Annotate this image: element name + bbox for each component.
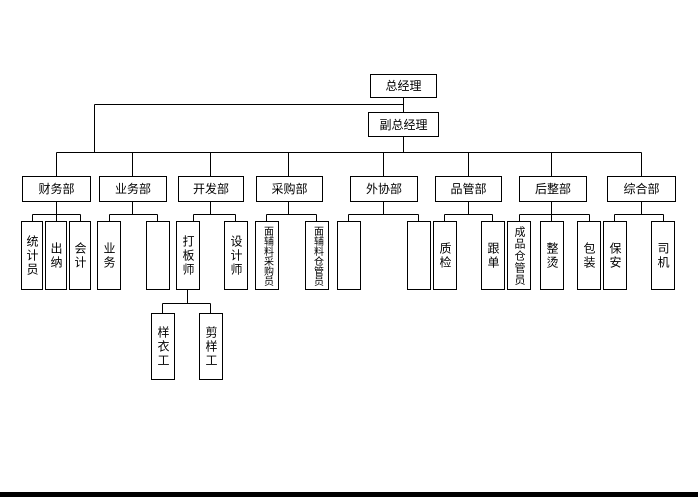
role-pattern-maker-label: 打板师	[181, 234, 195, 277]
deputy-manager-label: 副总经理	[379, 117, 428, 132]
role-security-label: 保安	[608, 241, 622, 270]
dept-business-label: 业务部	[114, 182, 151, 196]
role-ironing-label: 整烫	[545, 241, 559, 270]
dept-outsourcing: 外协部	[350, 176, 418, 202]
role-business-blank	[146, 221, 170, 290]
role-material-buyer: 面辅料采购员	[255, 221, 279, 290]
dept-finishing-label: 后整部	[534, 182, 571, 196]
dept-general: 综合部	[607, 176, 676, 202]
dept-finance-label: 财务部	[38, 182, 75, 196]
role-designer-label: 设计师	[229, 234, 243, 277]
role-designer: 设计师	[224, 221, 248, 290]
dept-finance: 财务部	[22, 176, 91, 202]
role-cashier: 出纳	[45, 221, 67, 290]
dept-purchasing-label: 采购部	[271, 182, 308, 196]
dept-development-label: 开发部	[192, 182, 229, 196]
role-warehouse-keeper: 成品仓管员	[507, 221, 531, 290]
dept-quality-label: 品管部	[450, 182, 487, 196]
role-material-keeper-label: 面辅料仓管员	[311, 225, 323, 286]
dept-development: 开发部	[178, 176, 244, 202]
role-material-buyer-label: 面辅料采购员	[261, 225, 273, 286]
deputy-manager-box: 副总经理	[368, 112, 439, 137]
role-ironing: 整烫	[540, 221, 564, 290]
general-manager-box: 总经理	[370, 74, 437, 98]
role-driver-label: 司机	[656, 241, 670, 270]
role-statistician: 统计员	[21, 221, 43, 290]
role-business: 业务	[97, 221, 121, 290]
role-material-keeper: 面辅料仓管员	[305, 221, 329, 290]
dept-purchasing: 采购部	[256, 176, 323, 202]
role-business-label: 业务	[102, 241, 116, 270]
role-accountant-label: 会计	[73, 241, 87, 270]
role-warehouse-keeper-label: 成品仓管员	[513, 225, 526, 286]
role-inspector-label: 质检	[438, 241, 452, 270]
role-packing: 包装	[577, 221, 601, 290]
role-accountant: 会计	[69, 221, 91, 290]
role-statistician-label: 统计员	[25, 234, 39, 277]
role-sample-worker: 样衣工	[151, 313, 175, 380]
dept-outsourcing-label: 外协部	[365, 182, 402, 196]
role-outsourcing-blank-2	[407, 221, 431, 290]
dept-business: 业务部	[99, 176, 167, 202]
role-packing-label: 包装	[582, 241, 596, 270]
role-cutter-label: 剪样工	[204, 325, 218, 368]
role-pattern-maker: 打板师	[176, 221, 200, 290]
role-security: 保安	[603, 221, 627, 290]
role-inspector: 质检	[433, 221, 457, 290]
dept-finishing: 后整部	[519, 176, 587, 202]
dept-quality: 品管部	[435, 176, 502, 202]
dept-general-label: 综合部	[623, 182, 660, 196]
watermark-strip	[0, 492, 698, 497]
role-cutter: 剪样工	[199, 313, 223, 380]
role-outsourcing-blank-1	[337, 221, 361, 290]
role-driver: 司机	[651, 221, 675, 290]
role-merchandiser: 跟单	[481, 221, 505, 290]
role-merchandiser-label: 跟单	[486, 241, 500, 270]
general-manager-label: 总经理	[385, 79, 422, 93]
role-cashier-label: 出纳	[49, 241, 63, 270]
role-sample-worker-label: 样衣工	[156, 325, 170, 368]
